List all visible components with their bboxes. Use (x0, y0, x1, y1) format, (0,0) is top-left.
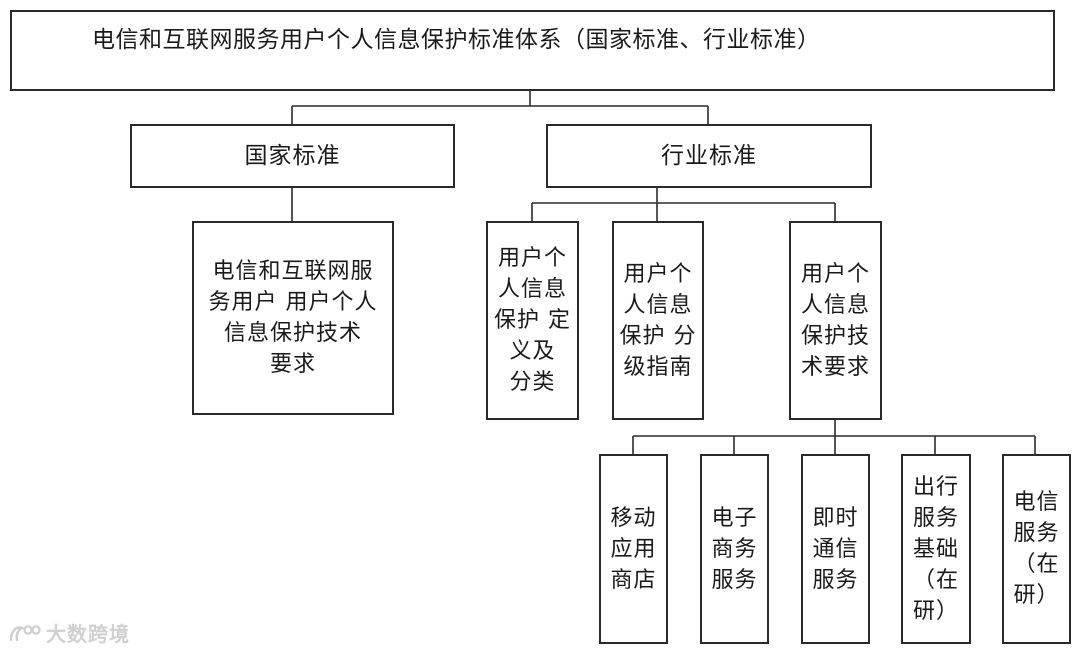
leaf-travel-label: 出行 服务 基础 （在 研） (912, 474, 959, 624)
industry-standard-label: 行业标准 (661, 142, 757, 169)
national-standard-node: 国家标准 (130, 124, 455, 188)
leaf-app-store-node: 移动 应用 商店 (599, 454, 668, 644)
leaf-im-node: 即时 通信 服务 (801, 454, 870, 644)
national-tech-requirement-label: 电信和互联网服 务用户 用户个人 信息保护技术 要求 (208, 259, 378, 377)
watermark-logo-icon (9, 624, 41, 641)
leaf-app-store-label: 移动 应用 商店 (610, 505, 657, 593)
leaf-ecommerce-label: 电子 商务 服务 (711, 505, 758, 593)
leaf-im-label: 即时 通信 服务 (812, 505, 859, 593)
industry-grading-label: 用户个 人信息 保护 分 级指南 (619, 261, 697, 380)
watermark-text: 大数跨境 (46, 622, 130, 646)
national-standard-label: 国家标准 (244, 142, 341, 169)
leaf-ecommerce-node: 电子 商务 服务 (700, 454, 769, 644)
industry-standard-node: 行业标准 (546, 124, 872, 188)
watermark: 大数跨境 (8, 618, 130, 647)
root-node: 电信和互联网服务用户个人信息保护标准体系（国家标准、行业标准） (10, 10, 1055, 91)
industry-definition-node: 用户个 人信息 保护 定 义及 分类 (486, 221, 579, 420)
industry-tech-requirement-node: 用户个 人信息 保护技 术要求 (789, 221, 882, 420)
industry-grading-node: 用户个 人信息 保护 分 级指南 (612, 221, 704, 420)
leaf-travel-node: 出行 服务 基础 （在 研） (901, 454, 971, 644)
national-tech-requirement-node: 电信和互联网服 务用户 用户个人 信息保护技术 要求 (192, 221, 394, 415)
root-node-label: 电信和互联网服务用户个人信息保护标准体系（国家标准、行业标准） (92, 27, 821, 53)
leaf-telecom-label: 电信 服务 （在 研） (1013, 490, 1060, 608)
industry-definition-label: 用户个 人信息 保护 定 义及 分类 (494, 246, 571, 395)
industry-tech-requirement-label: 用户个 人信息 保护技 术要求 (800, 261, 870, 380)
leaf-telecom-node: 电信 服务 （在 研） (1002, 454, 1071, 644)
